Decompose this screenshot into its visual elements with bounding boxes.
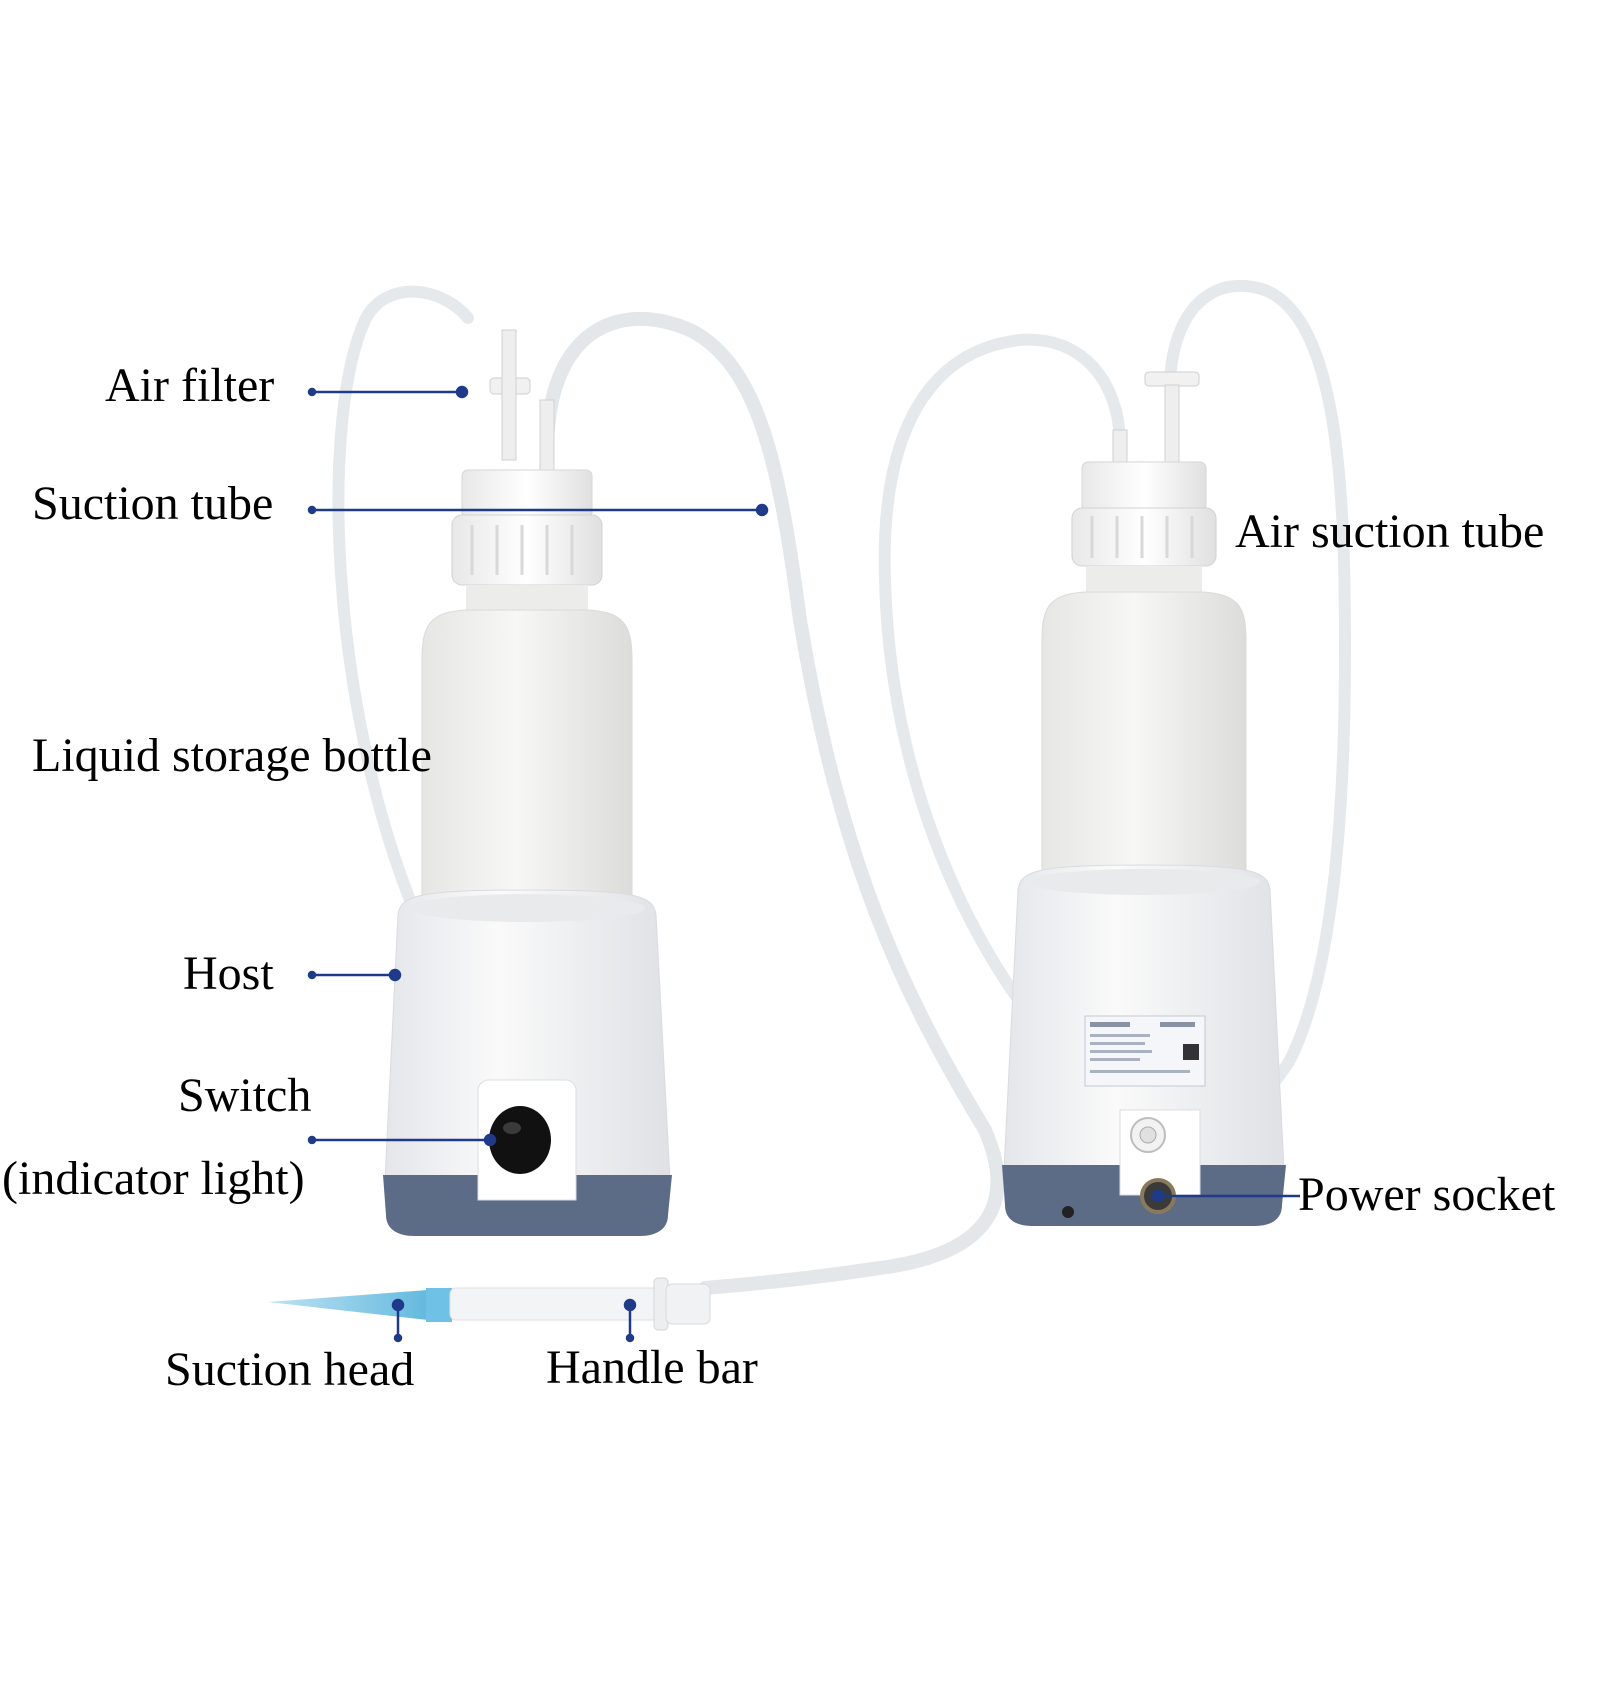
left-unit	[332, 285, 1005, 1295]
suction-head-tip	[268, 1290, 448, 1320]
label-switch: Switch	[178, 1069, 312, 1122]
left-cap	[451, 514, 603, 586]
suction-tube-path	[541, 311, 1005, 1295]
right-unit	[878, 280, 1352, 1226]
right-base-port	[1062, 1206, 1074, 1218]
label-suction-tube: Suction tube	[32, 477, 274, 530]
label-indicator-light: (indicator light)	[2, 1152, 305, 1205]
label-suction-head: Suction head	[165, 1343, 415, 1396]
right-bottle	[1041, 591, 1247, 891]
left-base-trim	[383, 1175, 672, 1236]
label-handle-bar: Handle bar	[546, 1341, 758, 1394]
label-power-socket: Power socket	[1298, 1168, 1556, 1221]
label-air-filter: Air filter	[105, 359, 275, 412]
leader-lines	[307, 385, 1300, 1343]
left-loop-tube	[332, 285, 474, 911]
switch-button	[489, 1106, 551, 1174]
label-air-suction-tube: Air suction tube	[1235, 505, 1545, 558]
left-host	[384, 889, 671, 1181]
pipette-assembly	[268, 1277, 711, 1331]
left-bottle	[421, 609, 633, 916]
label-host: Host	[183, 947, 274, 1000]
right-cap	[1071, 507, 1217, 567]
right-loop-tube	[878, 333, 1126, 1001]
label-liquid-storage-bottle: Liquid storage bottle	[32, 729, 432, 782]
